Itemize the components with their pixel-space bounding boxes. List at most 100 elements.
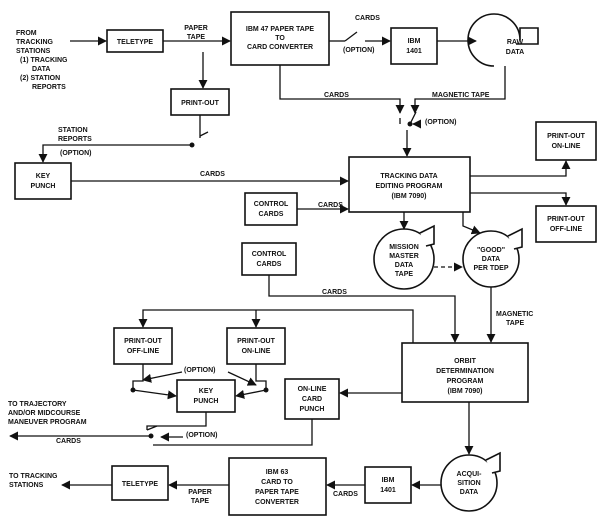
printout-offline-right-box: PRINT-OUT OFF-LINE xyxy=(535,205,597,243)
orbit-determination-program-box: ORBIT DETERMINATION PROGRAM (IBM 7090) xyxy=(401,342,529,403)
raw-data-tape-reel: RAW DATA xyxy=(467,13,539,67)
svg-text:CONVERTER: CONVERTER xyxy=(255,499,299,506)
to-tracking-stations-label: TO TRACKING STATIONS xyxy=(9,473,58,489)
cards-label-bottom: CARDS xyxy=(333,491,358,498)
station-reports-label: STATION REPORTS xyxy=(58,127,92,143)
ibm-1401-top-box: IBM 1401 xyxy=(390,27,438,65)
svg-text:IBM 47 PAPER TAPE: IBM 47 PAPER TAPE xyxy=(246,26,315,33)
svg-text:MAGNETIC: MAGNETIC xyxy=(496,311,533,318)
option-label-top: (OPTION) xyxy=(343,47,375,54)
svg-text:AND/OR MIDCOURSE: AND/OR MIDCOURSE xyxy=(8,410,81,417)
svg-text:DATA: DATA xyxy=(482,256,500,263)
svg-text:REPORTS: REPORTS xyxy=(58,136,92,143)
printout-online-right-box: PRINT-OUT ON-LINE xyxy=(535,121,597,161)
svg-text:TAPE: TAPE xyxy=(191,498,209,505)
printout-top-box: PRINT-OUT xyxy=(170,88,230,116)
svg-text:PER TDEP: PER TDEP xyxy=(473,265,508,272)
card-to-paper-tape-converter-box: IBM 63 CARD TO PAPER TAPE CONVERTER xyxy=(228,457,327,516)
svg-text:KEY: KEY xyxy=(36,173,51,180)
svg-text:MASTER: MASTER xyxy=(389,253,419,260)
svg-text:KEY: KEY xyxy=(199,388,214,395)
mission-master-data-tape-reel: MISSION MASTER DATA TAPE xyxy=(373,224,435,290)
svg-text:ON-LINE: ON-LINE xyxy=(552,143,581,150)
magnetic-tape-label-top: MAGNETIC TAPE xyxy=(432,92,490,99)
teletype-bottom-box: TELETYPE xyxy=(111,465,169,501)
ibm-1401-bottom-box: IBM 1401 xyxy=(364,466,412,504)
svg-text:DATA: DATA xyxy=(395,262,413,269)
svg-text:STATIONS: STATIONS xyxy=(9,482,44,489)
svg-text:PAPER TAPE: PAPER TAPE xyxy=(255,489,299,496)
control-cards-2-box: CONTROL CARDS xyxy=(241,242,297,276)
svg-text:OFF-LINE: OFF-LINE xyxy=(550,226,583,233)
svg-text:REPORTS: REPORTS xyxy=(32,84,66,91)
control-cards-1-box: CONTROL CARDS xyxy=(244,192,298,226)
svg-text:TO: TO xyxy=(275,35,285,42)
cards-label-feed: CARDS xyxy=(324,92,349,99)
svg-text:TAPE: TAPE xyxy=(395,271,413,278)
svg-text:CARD: CARD xyxy=(302,396,322,403)
svg-text:PUNCH: PUNCH xyxy=(31,183,56,190)
svg-text:STATIONS: STATIONS xyxy=(16,48,51,55)
cards-label-control-1: CARDS xyxy=(318,202,343,209)
svg-text:STATION: STATION xyxy=(58,127,88,134)
svg-text:PUNCH: PUNCH xyxy=(194,398,219,405)
magnetic-tape-label-good-data: MAGNETIC TAPE xyxy=(496,311,533,327)
svg-text:ACQUI-: ACQUI- xyxy=(457,471,483,478)
option-label-printout-mid: (OPTION) xyxy=(184,367,216,374)
svg-text:IBM 63: IBM 63 xyxy=(266,469,289,476)
svg-text:PAPER: PAPER xyxy=(184,25,208,32)
svg-text:CARD TO: CARD TO xyxy=(261,479,293,486)
svg-text:PRINT-OUT: PRINT-OUT xyxy=(547,216,585,223)
svg-text:TAPE: TAPE xyxy=(506,320,524,327)
svg-text:DETERMINATION: DETERMINATION xyxy=(436,368,494,375)
svg-text:(IBM 7090): (IBM 7090) xyxy=(447,388,482,395)
svg-text:PAPER: PAPER xyxy=(188,489,212,496)
svg-text:EDITING PROGRAM: EDITING PROGRAM xyxy=(376,183,443,190)
printout-offline-mid-box: PRINT-OUT OFF-LINE xyxy=(113,327,173,365)
svg-text:(2) STATION: (2) STATION xyxy=(20,75,60,82)
flow-connectors xyxy=(9,31,571,490)
cards-label-keypunch: CARDS xyxy=(200,171,225,178)
svg-text:TO TRAJECTORY: TO TRAJECTORY xyxy=(8,401,67,408)
svg-text:TO TRACKING: TO TRACKING xyxy=(9,473,58,480)
svg-text:PRINT-OUT: PRINT-OUT xyxy=(124,338,162,345)
printout-online-mid-box: PRINT-OUT ON-LINE xyxy=(226,327,286,365)
svg-text:RAW: RAW xyxy=(507,39,524,46)
svg-text:(1) TRACKING: (1) TRACKING xyxy=(20,57,68,64)
keypunch-bottom-box: KEY PUNCH xyxy=(176,379,236,413)
svg-text:CONTROL: CONTROL xyxy=(254,201,289,208)
svg-text:MANEUVER PROGRAM: MANEUVER PROGRAM xyxy=(8,419,87,426)
svg-text:PRINT-OUT: PRINT-OUT xyxy=(547,133,585,140)
cards-label-top: CARDS xyxy=(355,15,380,22)
svg-text:TRACKING: TRACKING xyxy=(16,39,53,46)
svg-text:TAPE: TAPE xyxy=(187,34,205,41)
cards-label-trajectory: CARDS xyxy=(56,438,81,445)
from-tracking-stations-label: FROM TRACKING STATIONS (1) TRACKING DATA… xyxy=(16,30,68,91)
svg-text:"GOOD": "GOOD" xyxy=(477,247,505,254)
paper-tape-bottom-label: PAPER TAPE xyxy=(188,489,212,505)
svg-text:FROM: FROM xyxy=(16,30,37,37)
paper-tape-to-card-converter-box: IBM 47 PAPER TAPE TO CARD CONVERTER xyxy=(230,11,330,66)
svg-text:DATA: DATA xyxy=(506,49,524,56)
option-label-trajectory: (OPTION) xyxy=(186,432,218,439)
svg-text:TRACKING DATA: TRACKING DATA xyxy=(380,173,437,180)
online-card-punch-box: ON-LINE CARD PUNCH xyxy=(284,378,340,420)
svg-text:SITION: SITION xyxy=(457,480,480,487)
cards-label-control-2: CARDS xyxy=(322,289,347,296)
svg-text:IBM: IBM xyxy=(382,477,395,484)
svg-text:TELETYPE: TELETYPE xyxy=(117,39,154,46)
svg-text:ORBIT: ORBIT xyxy=(454,358,477,365)
option-label-station-reports: (OPTION) xyxy=(60,150,92,157)
svg-text:1401: 1401 xyxy=(380,487,396,494)
svg-text:TELETYPE: TELETYPE xyxy=(122,481,159,488)
svg-text:ON-LINE: ON-LINE xyxy=(298,386,327,393)
good-data-tape-reel: "GOOD" DATA PER TDEP xyxy=(462,227,523,288)
to-trajectory-label: TO TRAJECTORY AND/OR MIDCOURSE MANEUVER … xyxy=(8,401,87,426)
svg-text:ON-LINE: ON-LINE xyxy=(242,348,271,355)
svg-text:1401: 1401 xyxy=(406,48,422,55)
paper-tape-top-label: PAPER TAPE xyxy=(184,25,208,41)
svg-text:IBM: IBM xyxy=(408,38,421,45)
svg-text:PRINT-OUT: PRINT-OUT xyxy=(237,338,275,345)
svg-text:CONTROL: CONTROL xyxy=(252,251,287,258)
